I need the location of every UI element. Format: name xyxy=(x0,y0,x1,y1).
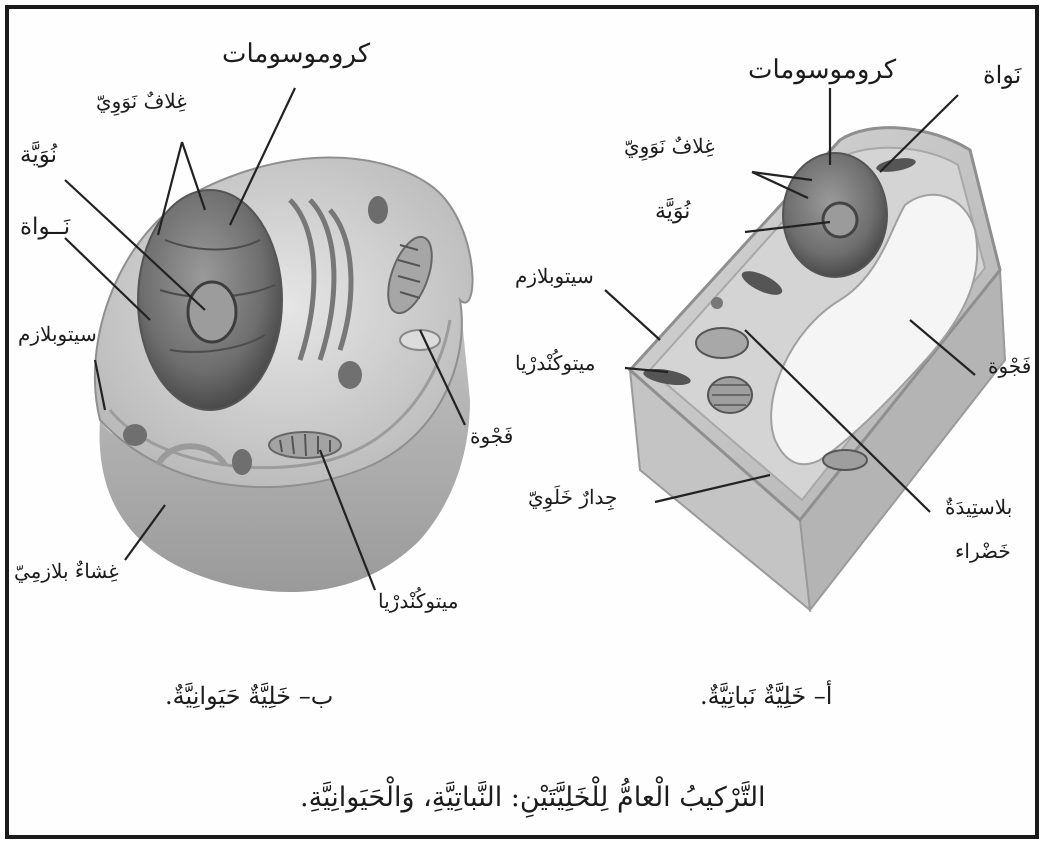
label-plant-nucleus: نَواة xyxy=(983,62,1021,88)
label-plant-vacuole: فَجْوة xyxy=(988,355,1031,377)
label-plant-nucleolus: نُوَيَّة xyxy=(655,200,690,224)
animal-cell xyxy=(95,158,473,593)
label-plant-cytoplasm: سيتوبلازم xyxy=(515,265,594,287)
label-animal-nucleus: نَــواة xyxy=(20,215,70,240)
label-plant-chloroplast-line1: بلاستِيدَةٌ xyxy=(945,496,1012,518)
label-animal-cytoplasm: سيتوبلازم xyxy=(18,323,97,345)
label-animal-mitochondria: ميتوكُنْدرْيا xyxy=(378,590,459,612)
label-animal-vacuole: فَجْوة xyxy=(470,425,513,447)
label-animal-nuclear-envelope: غِلافٌ نَوَوِيّ xyxy=(96,90,187,112)
caption-animal-cell: ب– خَلِيَّةٌ حَيَوانِيَّةٌ. xyxy=(165,683,333,709)
label-animal-chromosomes: كروموسومات xyxy=(222,40,370,69)
label-plant-chromosomes: كروموسومات xyxy=(748,56,896,85)
label-plant-mitochondria: ميتوكُنْدرْيا xyxy=(515,352,596,374)
label-plant-cell-wall: جِدارٌ خَلَوِيّ xyxy=(528,486,617,508)
label-animal-plasma-membrane: غِشاءٌ بلازمِيّ xyxy=(14,560,119,582)
figure-title: التَّرْكيبُ الْعامُّ لِلْخَلِيَّتَيْنِ: … xyxy=(300,783,766,813)
label-plant-nuclear-envelope: غِلافٌ نَوَوِيّ xyxy=(624,135,715,157)
label-plant-chloroplast-line2: خَضْراء xyxy=(955,540,1011,562)
caption-plant-cell: أ– خَلِيَّةٌ نَباتِيَّةٌ. xyxy=(700,683,832,709)
label-animal-nucleolus: نُوَيَّة xyxy=(20,143,57,168)
